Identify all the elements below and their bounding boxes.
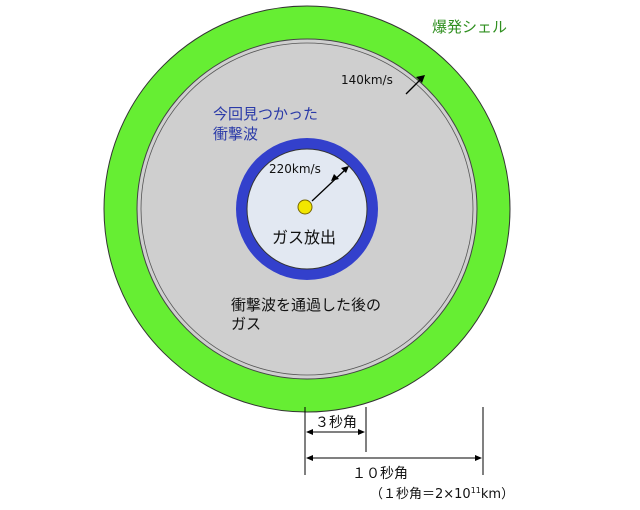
scale-10-label: １０秒角 — [352, 466, 408, 482]
shock-wave-label: 今回見つかった 衝撃波 — [213, 104, 318, 144]
shocked-gas-label-line2: ガス — [231, 315, 262, 333]
scale-10-arcsec — [306, 407, 484, 475]
shocked-gas-inner-edge — [140, 42, 474, 376]
shock-wave-label-line1: 今回見つかった — [213, 105, 319, 123]
scale-note-prefix: （１秒角＝2×10 — [370, 487, 471, 502]
shocked-gas-label-line1: 衝撃波を通過した後の — [231, 296, 382, 314]
inner-velocity-label: 220km/s — [269, 162, 321, 176]
scale-note-label: （１秒角＝2×1011km） — [370, 483, 514, 502]
scale-note-exponent: 11 — [470, 486, 481, 495]
scale-3-arcsec — [304, 407, 367, 475]
scale-note-suffix: km） — [480, 487, 515, 502]
central-star — [297, 199, 313, 215]
gas-release-label: ガス放出 — [272, 228, 337, 247]
shocked-gas-label: 衝撃波を通過した後の ガス — [231, 296, 381, 334]
shock-wave-label-line2: 衝撃波 — [213, 125, 259, 143]
inner-velocity-arrow — [311, 166, 349, 202]
explosion-shell-label: 爆発シェル — [432, 18, 508, 36]
scale-3-label: ３秒角 — [315, 415, 357, 431]
outer-velocity-label: 140km/s — [341, 73, 393, 87]
outer-velocity-arrow — [405, 75, 425, 95]
